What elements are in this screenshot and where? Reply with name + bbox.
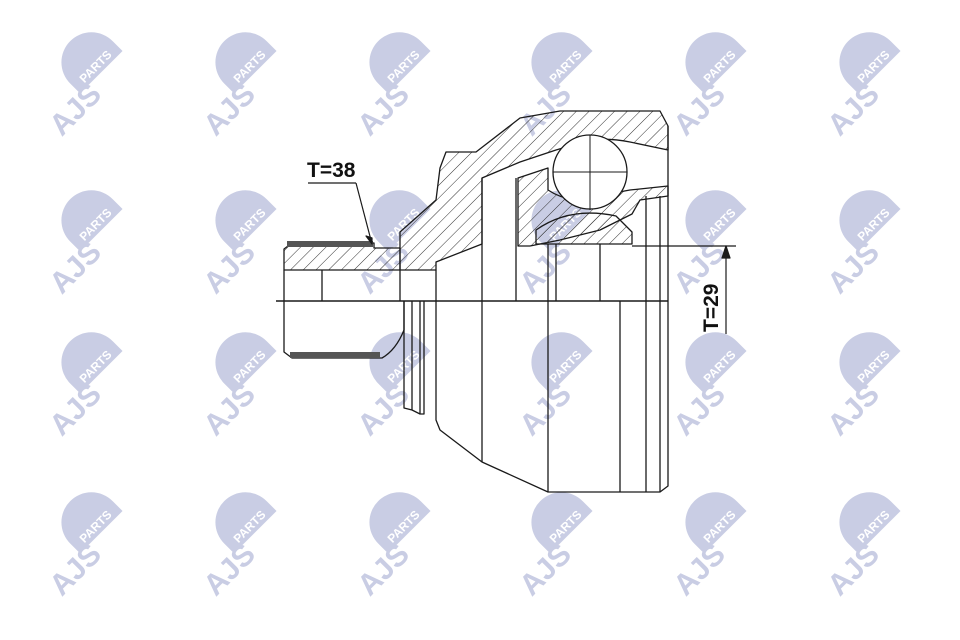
watermark-arc-icon: [685, 492, 747, 554]
watermark-arc-icon: [685, 32, 747, 94]
collar-lower: [403, 301, 425, 415]
watermark-brand: AJS: [197, 78, 262, 143]
watermark-brand: AJS: [197, 378, 262, 443]
watermark-brand: AJS: [43, 378, 108, 443]
watermark-arc-icon: [61, 32, 123, 94]
watermark-brand: AJS: [667, 538, 732, 603]
watermark-arc-icon: [215, 32, 277, 94]
housing-upper-section: [399, 110, 669, 271]
housing-upper-outline: [481, 126, 669, 301]
watermark-arc-icon: [215, 492, 277, 554]
watermark-brand: AJS: [197, 538, 262, 603]
watermark-brand: AJS: [667, 378, 732, 443]
inner-race-section: [535, 212, 633, 245]
watermark-brand: AJS: [513, 538, 578, 603]
cv-joint-drawing: [276, 110, 736, 493]
watermark-arc-icon: [369, 190, 431, 252]
housing-lower-lines: [481, 301, 661, 492]
watermark-arc-icon: [685, 190, 747, 252]
watermark-arc-icon: [369, 492, 431, 554]
watermark-brand: AJS: [513, 378, 578, 443]
watermark-brand: AJS: [351, 378, 416, 443]
watermark-brand: AJS: [821, 78, 886, 143]
dimension-label-left: T=38: [307, 159, 356, 182]
watermark-brand: AJS: [351, 538, 416, 603]
watermark-arc-icon: [839, 332, 901, 394]
watermark-brand: AJS: [667, 78, 732, 143]
watermark-arc-icon: [839, 190, 901, 252]
watermark-arc-icon: [685, 332, 747, 394]
watermark-arc-icon: [61, 492, 123, 554]
dimension-label-right: T=29: [700, 284, 723, 332]
shaft-upper-outline: [283, 270, 437, 301]
watermark-brand: AJS: [43, 236, 108, 301]
spline-band-lower: [290, 352, 380, 358]
watermark-arc-icon: [531, 32, 593, 94]
watermark-arc-icon: [61, 190, 123, 252]
watermark-arc-icon: [369, 32, 431, 94]
watermark-arc-icon: [839, 32, 901, 94]
dimension-right: [632, 245, 736, 334]
watermark-brand: AJS: [197, 236, 262, 301]
spline-band-upper: [287, 241, 373, 247]
watermark-brand: AJS: [43, 538, 108, 603]
watermark-arc-icon: [215, 190, 277, 252]
watermark-brand: AJS: [821, 538, 886, 603]
watermark-arc-icon: [61, 332, 123, 394]
watermark-brand: AJS: [351, 78, 416, 143]
watermark-arc-icon: [531, 492, 593, 554]
dimension-left: [308, 182, 373, 245]
watermark-brand: AJS: [821, 378, 886, 443]
watermark-arc-icon: [531, 332, 593, 394]
watermark-brand: AJS: [821, 236, 886, 301]
watermark-arc-icon: [215, 332, 277, 394]
watermark-arc-icon: [369, 332, 431, 394]
housing-lower: [435, 301, 669, 493]
watermark-brand: AJS: [43, 78, 108, 143]
watermark-arc-icon: [839, 492, 901, 554]
